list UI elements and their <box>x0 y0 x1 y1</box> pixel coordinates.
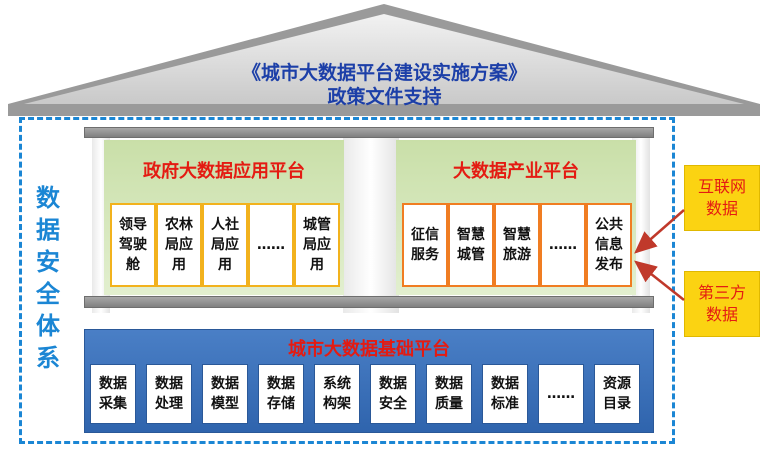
source-third-party-data: 第三方 数据 <box>684 271 760 337</box>
source-internet-data: 互联网 数据 <box>684 165 760 231</box>
industry-app-item: 征信 服务 <box>402 203 448 287</box>
base-item: 数据 模型 <box>202 364 248 424</box>
gov-platform-title: 政府大数据应用平台 <box>143 161 305 182</box>
top-slab <box>84 127 654 138</box>
base-item: 数据 存储 <box>258 364 304 424</box>
roof <box>8 4 760 116</box>
industry-app-item: 公共 信息 发布 <box>586 203 632 287</box>
industry-app-item: 智慧 旅游 <box>494 203 540 287</box>
gov-app-item: 人社 局应 用 <box>202 203 248 287</box>
base-item: 系统 构架 <box>314 364 360 424</box>
roof-subtitle: 政策文件支持 <box>327 86 442 108</box>
industry-app-item: …… <box>540 203 586 287</box>
industry-app-item: 智慧 城管 <box>448 203 494 287</box>
base-item: 数据 处理 <box>146 364 192 424</box>
pillar-middle <box>343 138 399 313</box>
base-item: 资源 目录 <box>594 364 640 424</box>
gov-app-item: 农林 局应 用 <box>156 203 202 287</box>
gov-app-item: …… <box>248 203 294 287</box>
base-item: 数据 标准 <box>482 364 528 424</box>
middle-slab <box>84 296 654 308</box>
base-item: 数据 安全 <box>370 364 416 424</box>
base-item: …… <box>538 364 584 424</box>
gov-app-item: 领导 驾驶 舱 <box>110 203 156 287</box>
gov-app-item: 城管 局应 用 <box>294 203 340 287</box>
base-item: 数据 采集 <box>90 364 136 424</box>
industry-platform-title: 大数据产业平台 <box>453 161 579 182</box>
roof-title: 《城市大数据平台建设实施方案》 <box>241 62 527 84</box>
security-system-label: 数 据 安 全 体 系 <box>36 184 60 372</box>
base-item: 数据 质量 <box>426 364 472 424</box>
base-platform-title: 城市大数据基础平台 <box>288 339 450 360</box>
